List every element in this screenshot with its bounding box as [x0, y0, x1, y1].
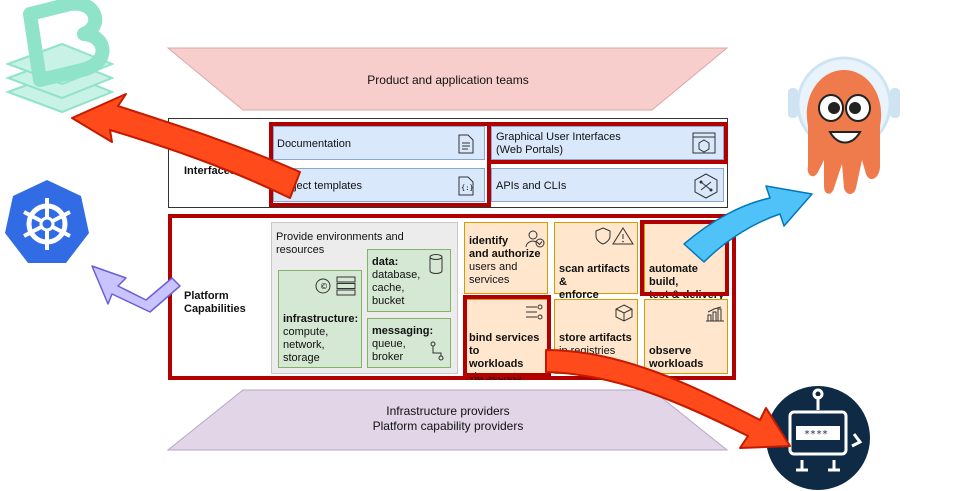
observe-line1: observe	[649, 345, 692, 357]
svg-text:{:}: {:}	[461, 184, 474, 192]
messaging-title: messaging:	[372, 325, 434, 337]
gui-card[interactable]: Graphical User Interfaces (Web Portals)	[491, 126, 724, 160]
highlight-bind	[463, 295, 551, 377]
platform-label-line2: Capabilities	[184, 303, 246, 315]
store-line1: store artifacts	[559, 332, 632, 344]
web-portal-icon	[692, 132, 716, 154]
data-title: data:	[372, 256, 399, 268]
queue-icon	[430, 341, 444, 361]
gui-line1: Graphical User Interfaces	[496, 131, 621, 143]
identify-line2: and authorize	[469, 248, 541, 260]
secrets-robot-icon: ****	[766, 386, 870, 490]
server-icon: ©	[315, 276, 356, 296]
database-icon	[429, 254, 443, 274]
highlight-gui	[487, 122, 728, 164]
svg-text:©: ©	[320, 282, 328, 291]
shield-warning-icon	[595, 227, 634, 245]
providers-label: Infrastructure providers Platform capabi…	[243, 404, 653, 434]
infrastructure-title: infrastructure:	[283, 313, 359, 325]
data-card[interactable]: data: database, cache, bucket	[367, 249, 451, 312]
data-item-1: cache,	[372, 282, 405, 294]
bind-line2: workloads	[469, 358, 524, 370]
identify-line3: users and	[469, 261, 518, 273]
providers-line2: Platform capability providers	[372, 419, 524, 433]
messaging-item-0: queue,	[372, 338, 406, 350]
argo-mascot-icon	[788, 56, 900, 194]
infrastructure-item-1: network,	[283, 339, 325, 351]
apis-card[interactable]: APIs and CLIs	[491, 168, 724, 202]
project-templates-label: Project templates	[277, 180, 362, 192]
document-icon	[458, 134, 474, 154]
messaging-text: messaging: queue, broker	[372, 325, 433, 364]
observe-text: observe workloads	[649, 345, 703, 371]
api-icon	[694, 173, 718, 199]
observe-line2: workloads	[649, 358, 704, 370]
data-text: data: database, cache, bucket	[372, 256, 420, 308]
gui-line2: (Web Portals)	[496, 144, 564, 156]
infrastructure-item-2: storage	[283, 352, 320, 364]
environments-label: Provide environments and resources	[276, 231, 404, 257]
bind-line1: bind services to	[469, 332, 540, 357]
automate-line1: automate build,	[649, 263, 698, 288]
documentation-label: Documentation	[277, 138, 351, 150]
svg-text:****: ****	[804, 429, 828, 440]
package-icon	[615, 304, 633, 322]
scan-line1: scan artifacts &	[559, 263, 630, 288]
data-item-2: bucket	[372, 295, 405, 307]
messaging-item-1: broker	[372, 351, 404, 363]
identify-card[interactable]: identify and authorize users and service…	[464, 222, 548, 294]
platform-label-line1: Platform	[184, 290, 229, 302]
messaging-card[interactable]: messaging: queue, broker	[367, 318, 451, 368]
user-check-icon	[525, 230, 545, 248]
observe-card[interactable]: observe workloads	[644, 299, 728, 374]
platform-label: Platform Capabilities	[184, 290, 246, 316]
data-item-0: database,	[372, 269, 421, 281]
environments-line2: resources	[276, 244, 325, 256]
identify-line1: identify	[469, 235, 509, 247]
infrastructure-card[interactable]: © infrastructure: compute, network, stor…	[278, 270, 362, 368]
kubernetes-logo-icon	[5, 180, 89, 263]
identify-line4: services	[469, 274, 510, 286]
providers-line1: Infrastructure providers	[386, 404, 510, 418]
gui-label: Graphical User Interfaces (Web Portals)	[496, 131, 621, 157]
infrastructure-text: infrastructure: compute, network, storag…	[283, 313, 358, 365]
bind-icon	[526, 304, 543, 320]
template-file-icon: {:}	[458, 176, 474, 196]
environments-line1: Provide environments and	[276, 231, 404, 243]
highlight-automate	[640, 220, 729, 296]
infrastructure-item-0: compute,	[283, 326, 329, 338]
documentation-card[interactable]: Documentation	[273, 126, 485, 160]
bar-chart-icon	[706, 306, 724, 322]
teams-label: Product and application teams	[367, 73, 529, 87]
project-templates-card[interactable]: Project templates {:}	[273, 168, 485, 202]
apis-label: APIs and CLIs	[496, 180, 567, 192]
backstage-logo-icon	[5, 0, 115, 114]
identify-text: identify and authorize users and service…	[469, 235, 541, 287]
